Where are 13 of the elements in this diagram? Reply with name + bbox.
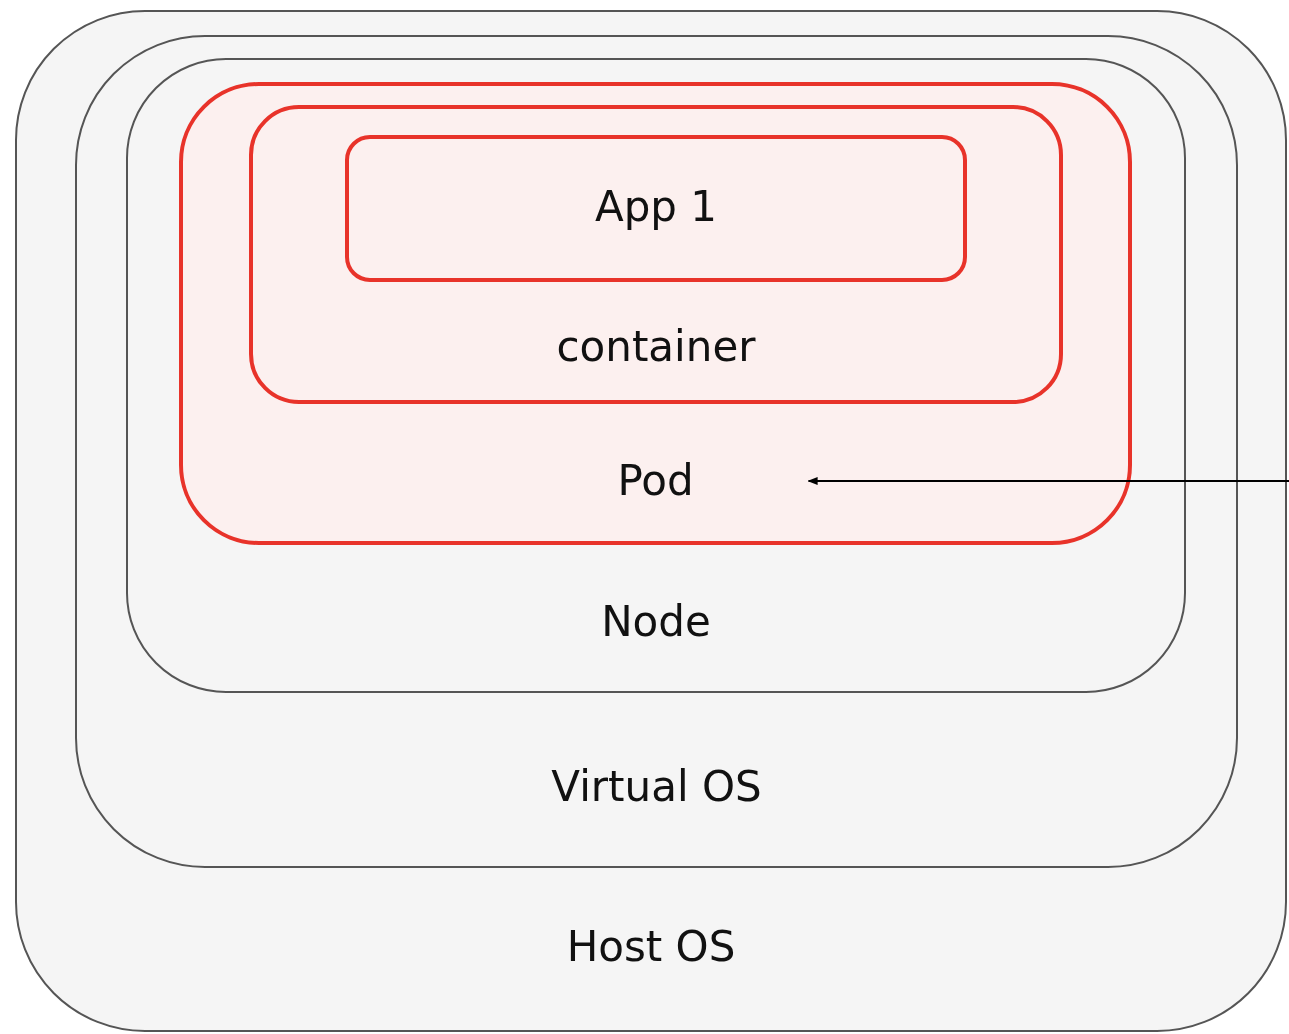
layer-box [345, 135, 967, 282]
arrow [807, 477, 1289, 485]
layer-label: Virtual OS [551, 766, 762, 808]
layer-label: Node [601, 601, 711, 643]
layer-label: App 1 [594, 186, 718, 228]
layer-label: Host OS [566, 926, 736, 968]
layer-box [126, 58, 1186, 693]
layer-box [15, 10, 1287, 1032]
layer-label: container [556, 326, 756, 368]
layer-box [75, 35, 1238, 868]
layer-box [179, 82, 1132, 545]
layer-label: Pod [617, 460, 694, 502]
layer-box [249, 105, 1063, 404]
